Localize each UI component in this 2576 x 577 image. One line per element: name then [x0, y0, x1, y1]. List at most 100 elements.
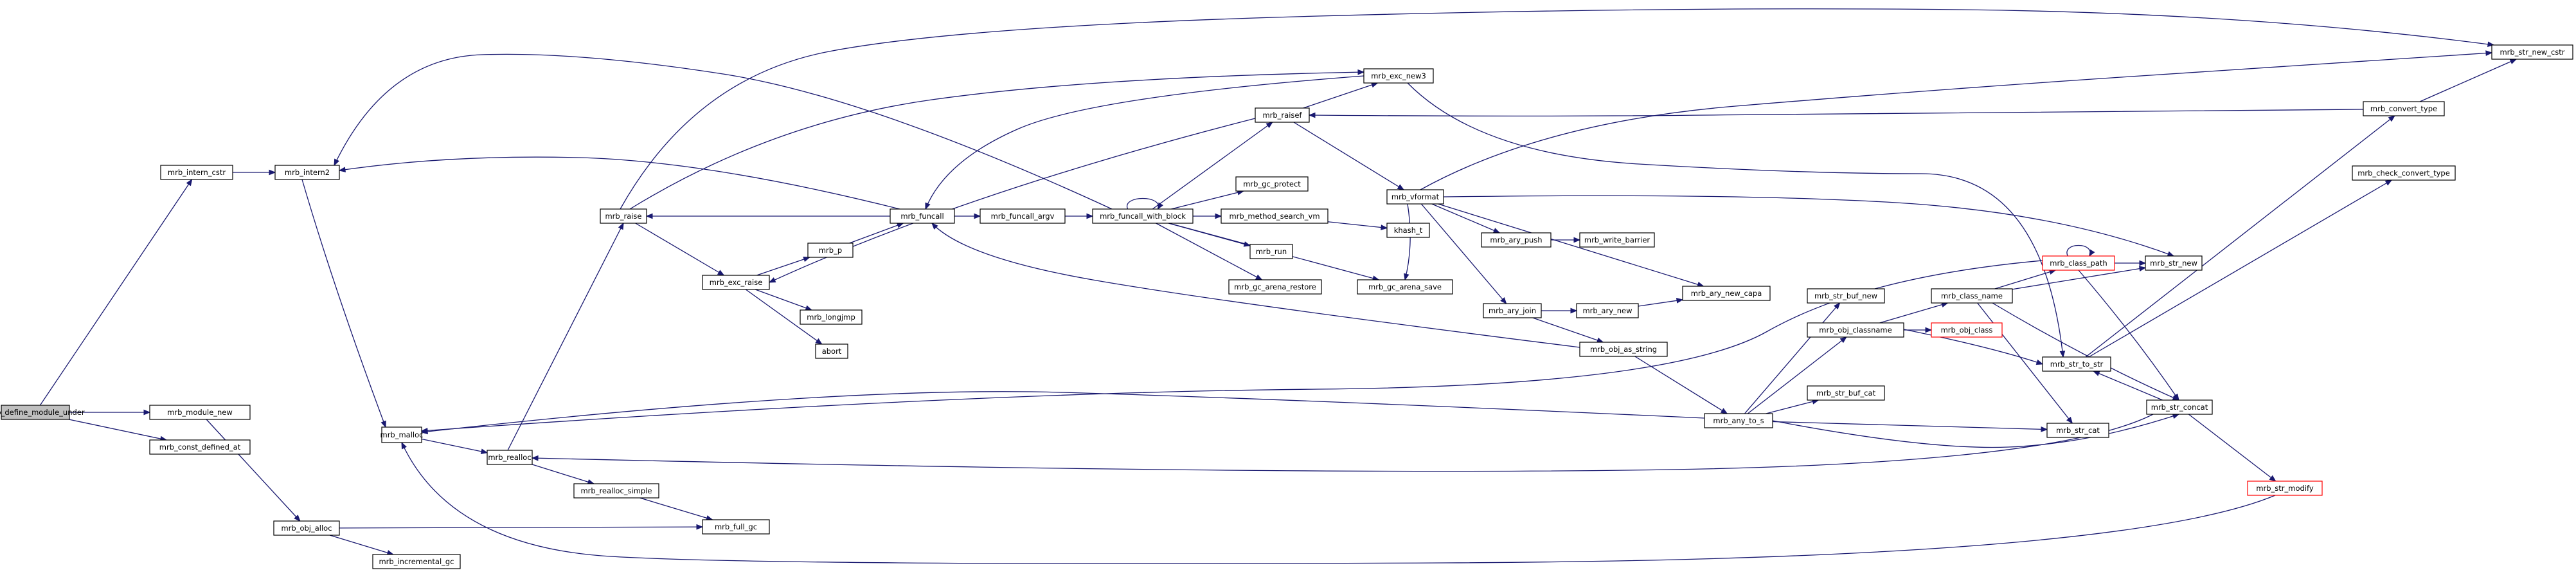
edge-mrb_obj_classname-to-mrb_str_to_str [1903, 329, 2044, 365]
node-mrb_ary_push[interactable]: mrb_ary_push [1481, 232, 1552, 248]
node-label: mrb_gc_protect [1243, 179, 1301, 188]
node-mrb_str_buf_cat[interactable]: mrb_str_buf_cat [1807, 385, 1885, 401]
node-mrb_funcall[interactable]: mrb_funcall [890, 208, 955, 224]
node-mrb_ary_new_capa[interactable]: mrb_ary_new_capa [1682, 286, 1771, 301]
edge-mrb_raise-to-mrb_str_new_cstr [620, 8, 2495, 210]
node-mrb_str_new[interactable]: mrb_str_new [2145, 255, 2203, 271]
node-mrb_gc_arena_restore[interactable]: mrb_gc_arena_restore [1228, 279, 1322, 295]
node-mrb_str_to_str[interactable]: mrb_str_to_str [2042, 356, 2111, 372]
node-box [274, 165, 340, 180]
edge-mrb_define_module_under-to-mrb_module_new [69, 409, 151, 416]
node-mrb_ary_new[interactable]: mrb_ary_new [1576, 303, 1639, 318]
edge-mrb_define_module_under-to-mrb_const_defined_at [69, 419, 168, 442]
node-mrb_exc_new3[interactable]: mrb_exc_new3 [1363, 68, 1434, 84]
node-mrb_obj_classname[interactable]: mrb_obj_classname [1807, 322, 1904, 338]
node-mrb_module_new[interactable]: mrb_module_new [149, 405, 251, 420]
node-box [573, 483, 659, 499]
node-label: mrb_funcall_argv [991, 212, 1055, 221]
node-mrb_vformat[interactable]: mrb_vformat [1386, 189, 1444, 205]
node-mrb_method_search_vm[interactable]: mrb_method_search_vm [1221, 208, 1328, 224]
edge-mrb_exc_new3-to-mrb_str_to_str [1407, 82, 2066, 358]
node-mrb_realloc[interactable]: mrb_realloc [487, 450, 533, 465]
edge-mrb_method_search_vm-to-khash_t [1327, 221, 1388, 230]
node-mrb_obj_class[interactable]: mrb_obj_class [1931, 322, 2003, 338]
node-mrb_str_modify[interactable]: mrb_str_modify [2247, 481, 2323, 496]
edge-mrb_class_path-to-mrb_str_new [2115, 260, 2147, 266]
node-box [372, 554, 461, 569]
node-mrb_str_concat[interactable]: mrb_str_concat [2146, 399, 2213, 415]
node-mrb_incremental_gc[interactable]: mrb_incremental_gc [372, 554, 461, 569]
node-mrb_convert_type[interactable]: mrb_convert_type [2363, 101, 2445, 116]
node-mrb_check_convert_type[interactable]: mrb_check_convert_type [2352, 165, 2456, 181]
node-khash_t[interactable]: khash_t [1386, 223, 1430, 238]
node-mrb_raise[interactable]: mrb_raise [600, 208, 647, 224]
node-label: mrb_method_search_vm [1229, 212, 1319, 221]
edge-mrb_raisef-to-mrb_exc_new3 [1303, 82, 1379, 109]
node-mrb_str_buf_new[interactable]: mrb_str_buf_new [1807, 288, 1885, 304]
node-mrb_funcall_argv[interactable]: mrb_funcall_argv [979, 208, 1066, 224]
node-mrb_run[interactable]: mrb_run [1249, 244, 1293, 259]
edge-mrb_any_to_s-to-mrb_str_cat [1772, 421, 2048, 432]
node-box [1386, 223, 1430, 238]
node-mrb_obj_as_string[interactable]: mrb_obj_as_string [1579, 342, 1668, 357]
node-box [1386, 189, 1444, 205]
node-box [1481, 232, 1552, 248]
node-mrb_raisef[interactable]: mrb_raisef [1255, 107, 1310, 123]
node-mrb_define_module_under[interactable]: mrb_define_module_under [0, 405, 85, 420]
edge-mrb_vformat-to-mrb_ary_join [1420, 203, 1507, 305]
node-mrb_str_cat[interactable]: mrb_str_cat [2046, 423, 2109, 438]
node-mrb_str_new_cstr[interactable]: mrb_str_new_cstr [2491, 44, 2573, 60]
node-mrb_funcall_with_block[interactable]: mrb_funcall_with_block [1092, 208, 1194, 224]
edge-mrb_realloc-to-mrb_realloc_simple [532, 464, 595, 485]
node-abort[interactable]: abort [815, 343, 848, 359]
node-label: mrb_obj_alloc [281, 524, 332, 533]
node-mrb_full_gc[interactable]: mrb_full_gc [702, 519, 770, 535]
edge-mrb_realloc-to-mrb_raise [507, 222, 624, 451]
node-box [1704, 413, 1773, 428]
node-mrb_obj_alloc[interactable]: mrb_obj_alloc [273, 520, 340, 536]
edge-mrb_str_to_str-to-mrb_check_convert_type [2088, 179, 2393, 358]
node-label: mrb_full_gc [715, 522, 757, 531]
node-label: mrb_write_barrier [1584, 235, 1650, 244]
edge-mrb_exc_raise-to-abort [745, 289, 823, 345]
edge-mrb_funcall_with_block-to-mrb_method_search_vm [1193, 213, 1222, 219]
node-mrb_longjmp[interactable]: mrb_longjmp [800, 309, 863, 325]
edge-mrb_p-to-mrb_funcall [849, 223, 904, 244]
node-mrb_malloc[interactable]: mrb_malloc [380, 426, 424, 443]
edge-mrb_ary_join-to-mrb_obj_as_string [1532, 317, 1604, 343]
node-mrb_realloc_simple[interactable]: mrb_realloc_simple [573, 483, 659, 499]
node-mrb_ary_join[interactable]: mrb_ary_join [1483, 303, 1542, 318]
node-box [702, 275, 770, 290]
node-box [800, 309, 863, 325]
node-mrb_gc_protect[interactable]: mrb_gc_protect [1235, 176, 1309, 192]
node-mrb_class_name[interactable]: mrb_class_name [1931, 288, 2013, 304]
edge-mrb_exc_raise-to-mrb_p [756, 256, 810, 276]
node-mrb_write_barrier[interactable]: mrb_write_barrier [1579, 232, 1655, 248]
edge-mrb_define_module_under-to-mrb_intern_cstr [39, 178, 193, 406]
edge-mrb_convert_type-to-mrb_str_new_cstr [2419, 59, 2518, 102]
node-label: mrb_exc_raise [710, 278, 763, 287]
node-label: mrb_str_concat [2151, 403, 2208, 412]
node-mrb_intern2[interactable]: mrb_intern2 [274, 165, 340, 180]
edge-mrb_any_to_s-to-mrb_malloc [420, 391, 1705, 435]
node-label: mrb_realloc [488, 453, 531, 462]
node-label: mrb_intern2 [285, 168, 330, 177]
node-mrb_gc_arena_save[interactable]: mrb_gc_arena_save [1357, 279, 1453, 295]
edge-mrb_funcall-to-mrb_raise [645, 213, 890, 219]
edge-mrb_obj_as_string-to-mrb_funcall [931, 223, 1580, 348]
edge-mrb_str_concat-to-mrb_str_to_str [2093, 371, 2163, 401]
node-box [2363, 101, 2445, 116]
node-label: mrb_str_to_str [2050, 360, 2104, 369]
node-box [2352, 165, 2456, 181]
node-box [1576, 303, 1639, 318]
node-mrb_intern_cstr[interactable]: mrb_intern_cstr [160, 165, 233, 180]
node-mrb_exc_raise[interactable]: mrb_exc_raise [702, 275, 770, 290]
node-mrb_p[interactable]: mrb_p [807, 243, 854, 258]
node-label: mrb_raise [605, 212, 641, 221]
node-mrb_const_defined_at[interactable]: mrb_const_defined_at [149, 439, 251, 455]
edge-mrb_any_to_s-to-mrb_str_concat [1772, 413, 2180, 448]
edge-mrb_obj_alloc-to-mrb_incremental_gc [329, 535, 395, 556]
node-mrb_any_to_s[interactable]: mrb_any_to_s [1704, 413, 1773, 428]
node-box [487, 450, 533, 465]
node-mrb_class_path[interactable]: mrb_class_path [2042, 255, 2115, 271]
